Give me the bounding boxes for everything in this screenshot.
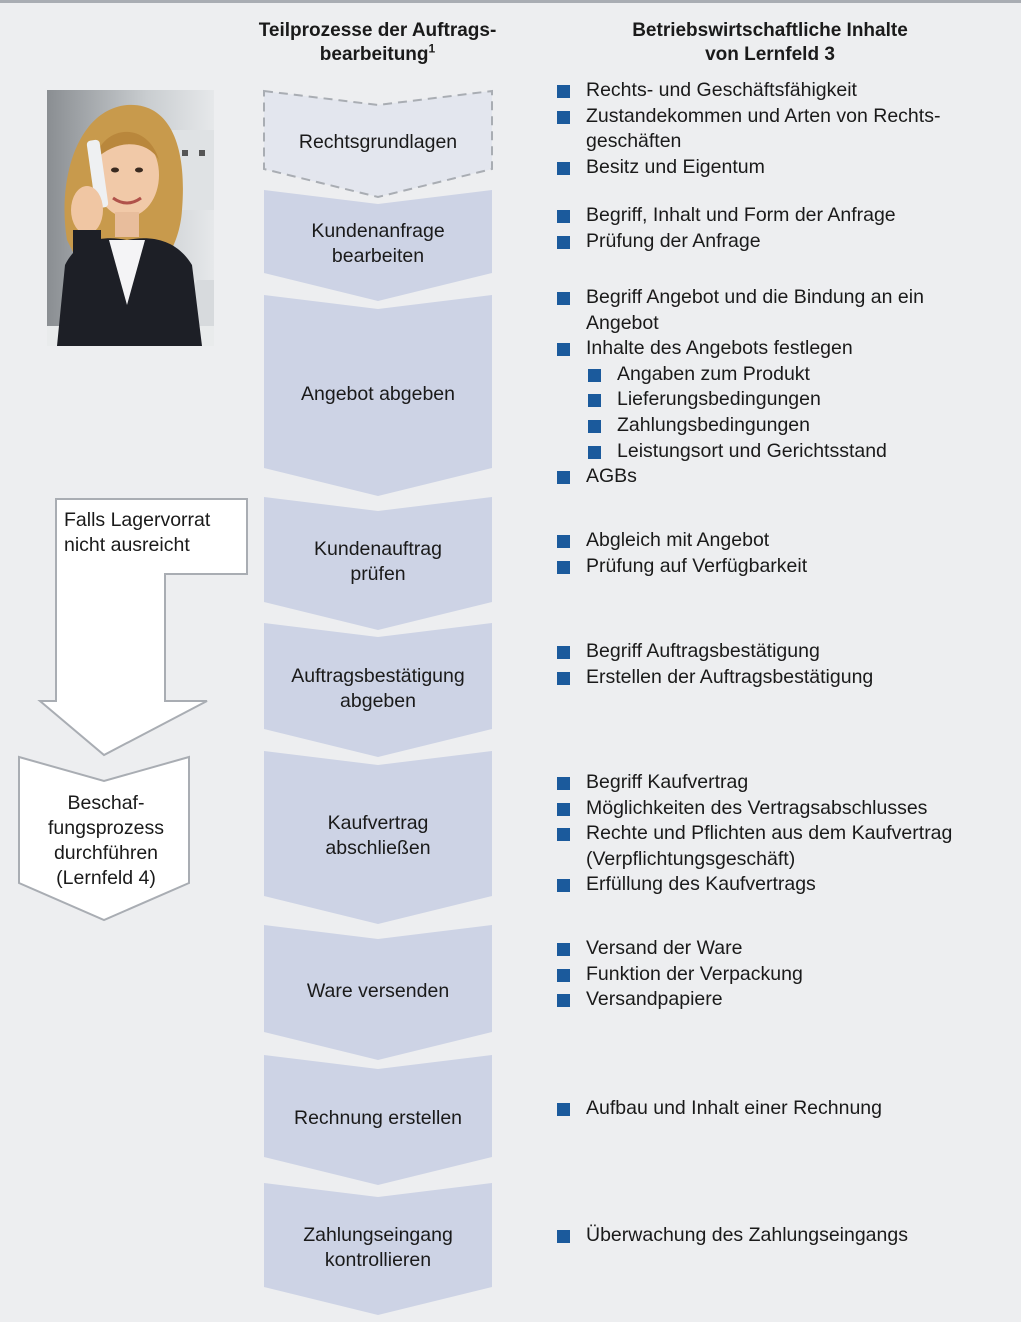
content-list-item: Zustandekommen und Arten von Rechts-gesc… bbox=[557, 104, 1007, 155]
woman-on-phone-photo bbox=[47, 90, 214, 346]
process-step-line2: abgeben bbox=[340, 689, 416, 712]
content-list-item: Begriff Auftragsbestätigung bbox=[557, 639, 1007, 665]
procurement-arrow-shape bbox=[18, 755, 190, 922]
content-list-item: Prüfung der Anfrage bbox=[557, 229, 1007, 255]
content-list-item: Erstellen der Auftragsbestätigung bbox=[557, 665, 1007, 691]
procurement-line1: Beschaf- bbox=[67, 792, 145, 814]
process-step-line1: Angebot abgeben bbox=[301, 382, 455, 405]
procurement-process-label: Beschaf- fungsprozess durchführen (Lernf… bbox=[26, 791, 186, 891]
process-step-line1: Rechtsgrundlagen bbox=[298, 131, 458, 154]
process-step-label: Angebot abgeben bbox=[264, 309, 492, 479]
content-list-item: Abgleich mit Angebot bbox=[557, 528, 1007, 554]
footnote-marker: 1 bbox=[428, 41, 436, 56]
content-list: Überwachung des Zahlungseingangs bbox=[557, 1223, 1007, 1249]
process-step-line2: bearbeiten bbox=[331, 245, 425, 268]
process-step-shape bbox=[264, 623, 492, 757]
down-arrow-shape bbox=[37, 498, 248, 757]
process-step-shape bbox=[264, 190, 492, 301]
content-list-item: Begriff Kaufvertrag bbox=[557, 770, 1007, 796]
insufficient-stock-label: Falls Lagervorrat nicht ausreicht bbox=[64, 508, 244, 558]
right-header-line1: Betriebswirtschaftliche Inhalte bbox=[632, 20, 908, 41]
process-step-shape bbox=[263, 89, 493, 199]
process-step-line1: Kundenanfrage bbox=[311, 220, 445, 243]
process-step-line1: Rechnung erstellen bbox=[293, 1107, 463, 1130]
content-list-item: AGBs bbox=[557, 464, 1007, 490]
right-column-header: Betriebswirtschaftliche Inhalte von Lern… bbox=[600, 19, 940, 67]
content-list-item: Rechts- und Geschäftsfähigkeit bbox=[557, 78, 1007, 104]
content-list-item: Überwachung des Zahlungseingangs bbox=[557, 1223, 1007, 1249]
left-header-line1: Teilprozesse der Auftrags- bbox=[258, 20, 497, 41]
process-step-shape bbox=[264, 751, 492, 924]
left-header-line2: bearbeitung bbox=[319, 44, 429, 65]
process-step-shape bbox=[264, 497, 492, 630]
content-list-item: Angaben zum Produkt bbox=[557, 362, 1007, 388]
content-list-item: Erfüllung des Kaufvertrags bbox=[557, 872, 1007, 898]
process-step-line1: Ware versenden bbox=[306, 979, 450, 1002]
content-list-item: Prüfung auf Verfügbarkeit bbox=[557, 554, 1007, 580]
procurement-line4: (Lernfeld 4) bbox=[56, 867, 156, 889]
process-step-shape bbox=[264, 1055, 492, 1185]
content-list-item: Lieferungsbedingungen bbox=[557, 387, 1007, 413]
insufficient-stock-line2: nicht ausreicht bbox=[64, 534, 190, 556]
process-step-line1: Kundenauftrag bbox=[314, 538, 442, 561]
process-step-line2: kontrollieren bbox=[324, 1248, 432, 1271]
flow-arrows bbox=[18, 89, 493, 1315]
procurement-line3: durchführen bbox=[53, 842, 159, 864]
content-list-item: Aufbau und Inhalt einer Rechnung bbox=[557, 1096, 1007, 1122]
content-list: Aufbau und Inhalt einer Rechnung bbox=[557, 1096, 1007, 1122]
content-list-item: Funktion der Verpackung bbox=[557, 962, 1007, 988]
process-step-line1: Auftragsbestätigung bbox=[291, 664, 465, 687]
content-list-item: Zahlungsbedingungen bbox=[557, 413, 1007, 439]
process-step-line2: prüfen bbox=[350, 563, 406, 586]
content-list-item: Begriff, Inhalt und Form der Anfrage bbox=[557, 203, 1007, 229]
process-step-label: Rechtsgrundlagen bbox=[264, 105, 492, 180]
content-list-item: Möglichkeiten des Vertragsabschlusses bbox=[557, 796, 1007, 822]
process-step-shape bbox=[264, 1183, 492, 1315]
content-list-item: Besitz und Eigentum bbox=[557, 155, 1007, 181]
process-step-line1: Kaufvertrag bbox=[327, 812, 429, 835]
left-column-header: Teilprozesse der Auftrags- bearbeitung1 bbox=[240, 19, 515, 67]
process-step-line2: abschließen bbox=[325, 837, 431, 860]
process-step-label: Rechnung erstellen bbox=[264, 1069, 492, 1168]
content-list-item: Leistungsort und Gerichtsstand bbox=[557, 439, 1007, 465]
process-step-shape bbox=[264, 925, 492, 1060]
content-list-item: Rechte und Pflichten aus dem Kaufvertrag… bbox=[557, 821, 1007, 872]
content-list-item: Versandpapiere bbox=[557, 987, 1007, 1013]
process-step-line1: Zahlungseingang bbox=[303, 1223, 453, 1246]
process-step-shape bbox=[264, 295, 492, 496]
content-list-item: Versand der Ware bbox=[557, 936, 1007, 962]
insufficient-stock-line1: Falls Lagervorrat bbox=[64, 509, 211, 531]
procurement-line2: fungsprozess bbox=[48, 817, 164, 839]
content-list-item: Inhalte des Angebots festlegen bbox=[557, 336, 1007, 362]
right-header-line2: von Lernfeld 3 bbox=[705, 44, 835, 65]
process-step-label: Ware versenden bbox=[264, 939, 492, 1043]
